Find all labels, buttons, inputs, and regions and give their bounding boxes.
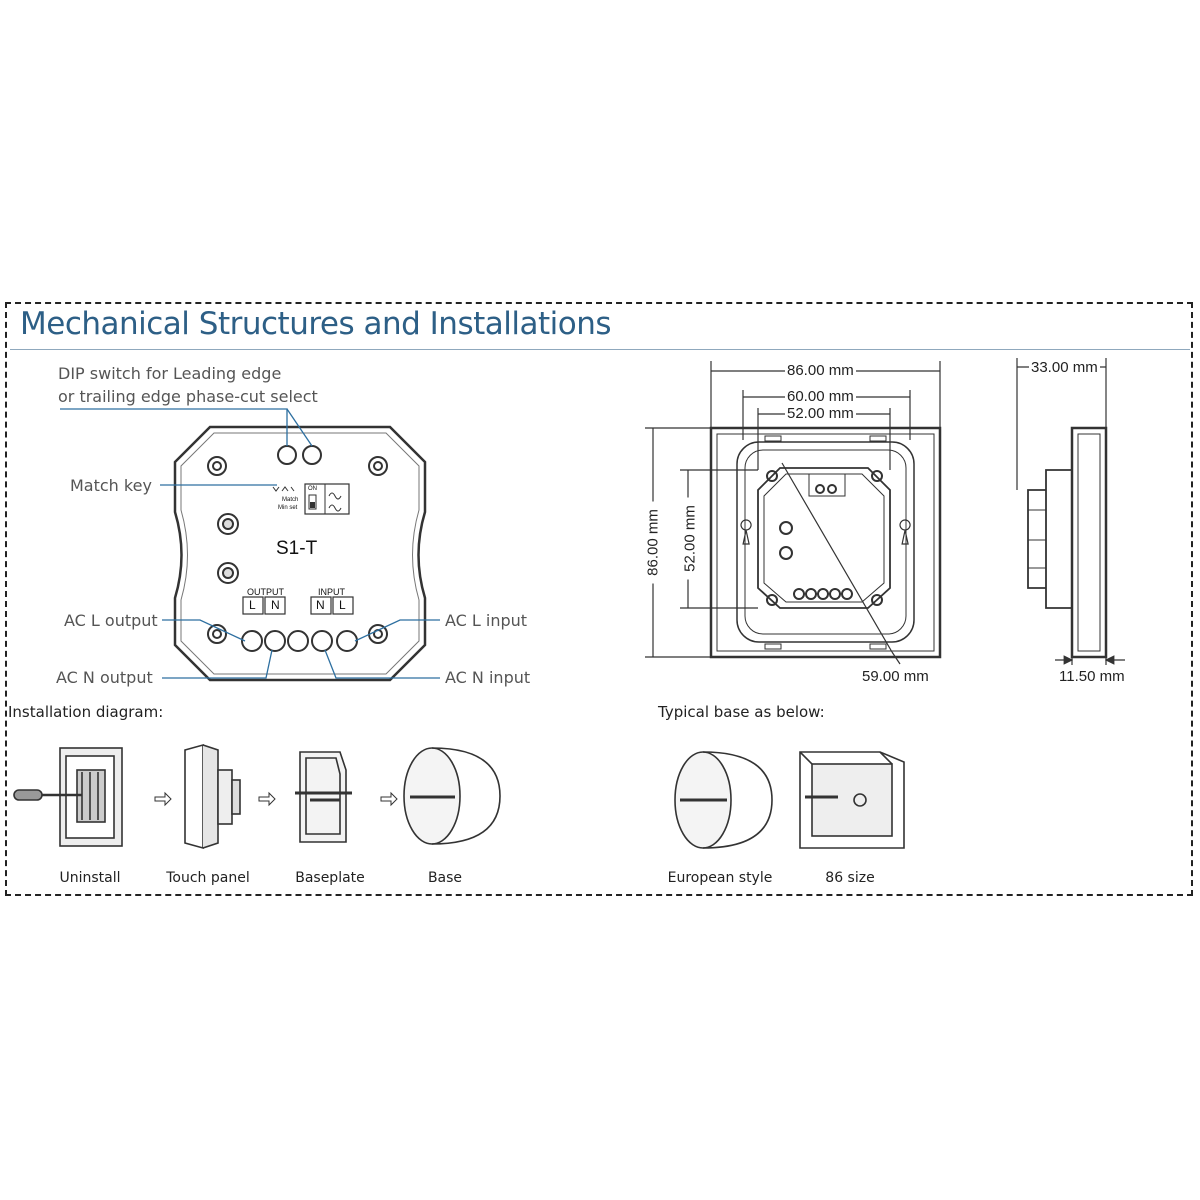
page-title: Mechanical Structures and Installations [20, 306, 612, 342]
dim-height-86: 86.00 mm [644, 501, 662, 584]
dip-switch-label-line1: DIP switch for Leading edge [58, 364, 282, 383]
title-divider [10, 349, 1190, 350]
callout-leaders [60, 408, 440, 679]
caption-86-size: 86 size [825, 870, 875, 886]
terminal-input-n: N [316, 598, 325, 612]
side-view [1027, 426, 1108, 659]
caption-baseplate: Baseplate [295, 870, 365, 886]
typical-base-heading: Typical base as below: [658, 703, 825, 721]
front-view [709, 426, 942, 659]
dim-diagonal-59: 59.00 mm [860, 668, 931, 685]
dim-width-86: 86.00 mm [785, 362, 856, 379]
caption-touch-panel: Touch panel [166, 870, 250, 886]
ac-n-input-label: AC N input [445, 668, 531, 687]
terminal-output-n: N [271, 598, 280, 612]
caption-base: Base [427, 870, 463, 886]
dim-width-52: 52.00 mm [785, 405, 856, 422]
terminal-output-l: L [249, 598, 256, 612]
typical-base-figures [674, 751, 905, 849]
dim-width-60: 60.00 mm [785, 388, 856, 405]
installation-figures [13, 743, 501, 850]
dim-depth-33: 33.00 mm [1029, 359, 1100, 376]
device-back-view [173, 425, 427, 682]
min-set-small-label: Min set [278, 505, 298, 511]
installation-heading: Installation diagram: [8, 703, 164, 721]
match-key-label: Match key [70, 476, 152, 495]
model-label: S1-T [276, 538, 318, 559]
input-header: INPUT [318, 587, 345, 597]
dip-on-label: ON [308, 486, 317, 492]
ac-l-output-label: AC L output [64, 611, 158, 630]
terminal-input-l: L [339, 598, 346, 612]
diagram-frame [5, 302, 1193, 896]
output-header: OUTPUT [247, 587, 284, 597]
ac-n-output-label: AC N output [56, 668, 153, 687]
dip-switch-label-line2: or trailing edge phase-cut select [58, 387, 318, 406]
ac-l-input-label: AC L input [445, 611, 528, 630]
caption-european-style: European style [667, 870, 773, 886]
caption-uninstall: Uninstall [59, 870, 121, 886]
match-small-label: Match [282, 497, 299, 503]
dim-height-52: 52.00 mm [681, 497, 699, 580]
dim-depth-11-5: 11.50 mm [1057, 668, 1127, 685]
